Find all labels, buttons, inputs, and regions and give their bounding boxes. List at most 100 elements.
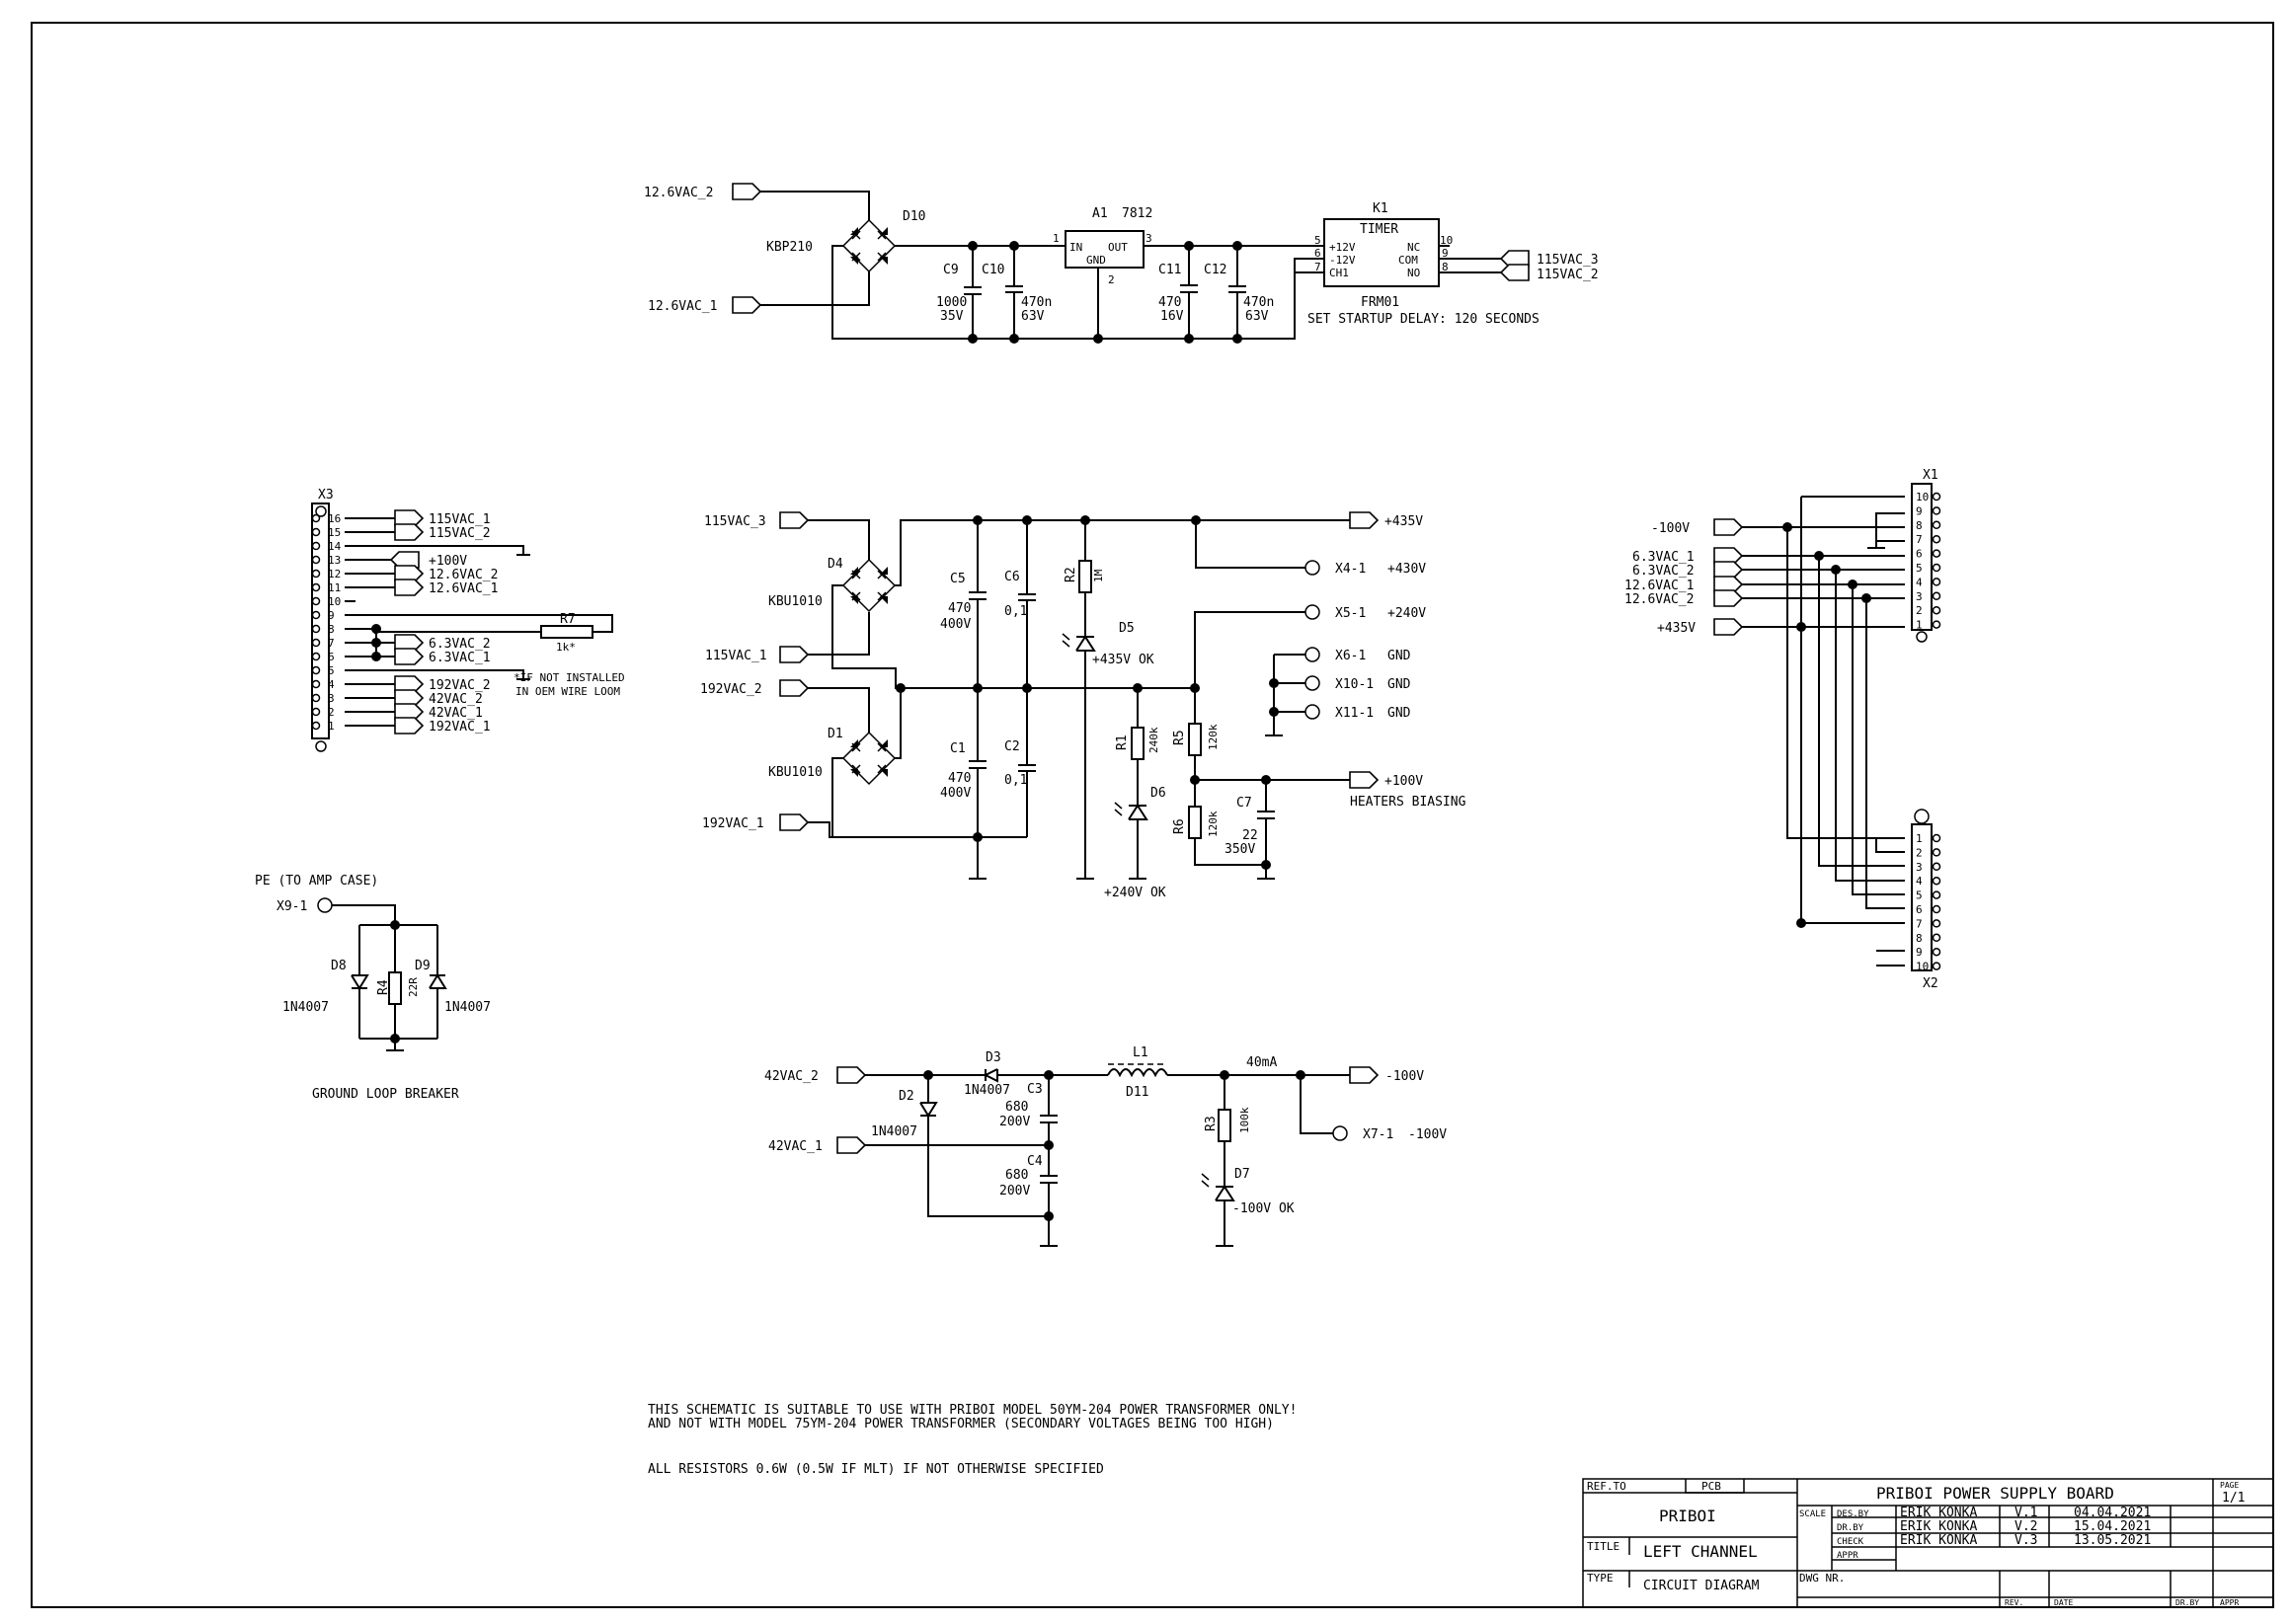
x3-pin-number: 9 (328, 609, 335, 622)
x2-pin-number: 3 (1916, 861, 1923, 874)
r2-ref: R2 (1064, 567, 1078, 582)
port-12v6vac2[interactable] (732, 183, 761, 200)
x3-net-10: 42VAC_1 (429, 706, 483, 721)
tb-type-label: TYPE (1587, 1572, 1614, 1585)
port-42vac1-in[interactable] (836, 1136, 866, 1154)
reg-pin-in: 1 (1053, 232, 1060, 245)
tb-type-value: CIRCUIT DIAGRAM (1643, 1579, 1760, 1593)
d4-part: KBU1010 (768, 594, 823, 609)
tb-role-3: CHECK (1837, 1537, 1864, 1547)
x1-pin-7 (1932, 534, 1941, 544)
tb-appr-label: APPR (2220, 1598, 2239, 1607)
reg-label-gnd: GND (1086, 254, 1106, 267)
reg-pin-out: 3 (1146, 232, 1152, 245)
x1-pin-number: 7 (1916, 533, 1923, 546)
port-100v-out[interactable] (1349, 771, 1379, 789)
x3-pin-number: 7 (328, 637, 335, 650)
x3-pin-number: 6 (328, 651, 335, 663)
c5-ref: C5 (950, 572, 966, 586)
hv-in-115-1: 115VAC_1 (705, 649, 767, 663)
r4-ref: R4 (376, 979, 391, 995)
x1-pin-number: 5 (1916, 562, 1923, 575)
port-435v-out[interactable] (1349, 511, 1379, 529)
x3-net-8: 192VAC_2 (429, 678, 491, 693)
terminal-x7[interactable] (1332, 1125, 1348, 1141)
tb-version-3: V.3 (2014, 1533, 2037, 1548)
port-42vac2-in[interactable] (836, 1066, 866, 1084)
x3-pin-11 (311, 582, 321, 592)
x3-pin-number: 11 (328, 581, 341, 594)
tb-version-1: V.1 (2014, 1506, 2037, 1520)
d6-ref: D6 (1150, 786, 1166, 801)
c6-ref: C6 (1004, 570, 1020, 584)
x12-net-3: 6.3VAC_2 (1632, 564, 1695, 579)
gnd-title: PE (TO AMP CASE) (255, 874, 378, 889)
x1-pin-number: 4 (1916, 576, 1923, 588)
x3-pin-10 (311, 596, 321, 606)
c10-ref: C10 (982, 263, 1004, 277)
x1-pin-number: 9 (1916, 504, 1923, 517)
port-12v6vac1[interactable] (732, 296, 761, 314)
terminal-x6[interactable] (1304, 647, 1320, 662)
k1-ref: K1 (1373, 201, 1388, 216)
startup-delay-note: SET STARTUP DELAY: 120 SECONDS (1307, 312, 1540, 327)
x2-pin-10 (1932, 962, 1941, 970)
k1-left-label-1: +12V (1329, 241, 1356, 254)
r7-val: 1k* (556, 641, 576, 654)
reg-label-out: OUT (1108, 241, 1128, 254)
terminal-x4[interactable] (1304, 560, 1320, 576)
port-neg100v[interactable] (1713, 518, 1743, 536)
label-in-bottom: 12.6VAC_1 (648, 299, 717, 314)
x1-pin-2 (1932, 605, 1941, 615)
c11-val2: 16V (1160, 309, 1184, 324)
d4-ref: D4 (828, 557, 843, 572)
tb-role-1: DES.BY (1837, 1509, 1869, 1519)
x2-pin-number: 2 (1916, 846, 1923, 859)
port-192vac2-in[interactable] (779, 679, 809, 697)
x3-pin-number: 10 (328, 595, 341, 608)
k1-out-2: 115VAC_2 (1537, 268, 1599, 282)
c10-val2: 63V (1021, 309, 1045, 324)
port-neg100v-out[interactable] (1349, 1066, 1379, 1084)
x1-pin-number: 10 (1916, 491, 1929, 503)
x1-body (1911, 483, 1933, 631)
k1-left-pin-2: 6 (1314, 247, 1321, 260)
terminal-x9[interactable] (317, 897, 333, 913)
x3-pin-number: 16 (328, 512, 341, 525)
port-192vac1-in[interactable] (779, 813, 809, 831)
c6-val: 0,1 (1004, 604, 1027, 619)
tb-date-1: 04.04.2021 (2074, 1506, 2151, 1520)
x3-pin-13 (311, 555, 321, 565)
d9-part: 1N4007 (444, 1000, 491, 1015)
sheet-border (31, 22, 2274, 1608)
x2-pin-number: 5 (1916, 889, 1923, 902)
d9-ref: D9 (415, 959, 431, 973)
x3-pin-number: 14 (328, 540, 342, 553)
terminal-x5[interactable] (1304, 604, 1320, 620)
port-115vac1-in[interactable] (779, 646, 809, 663)
tb-scale-label: SCALE (1799, 1509, 1826, 1519)
terminal-x10[interactable] (1304, 675, 1320, 691)
terminal-x11[interactable] (1304, 704, 1320, 720)
tb-date-label: DATE (2054, 1598, 2073, 1607)
port-pos435v[interactable] (1713, 618, 1743, 636)
tb-rev-label: REV. (2005, 1598, 2023, 1607)
x1-pin-1 (1932, 620, 1941, 629)
port-115vac3-in[interactable] (779, 511, 809, 529)
k1-part: FRM01 (1361, 295, 1399, 310)
tb-name-3: ERIK KONKA (1900, 1533, 1977, 1548)
x3-pin-2 (311, 707, 321, 717)
x2-pin-number: 7 (1916, 917, 1923, 930)
port-115vac2-out[interactable] (1500, 264, 1530, 281)
d6-label: +240V OK (1104, 886, 1166, 900)
k1-left-label-2: -12V (1329, 254, 1356, 267)
reg-label-in: IN (1069, 241, 1082, 254)
x3-pin-number: 4 (328, 678, 335, 691)
tb-date-3: 13.05.2021 (2074, 1533, 2151, 1548)
c9-val2: 35V (940, 309, 964, 324)
note-line-2: AND NOT WITH MODEL 75YM-204 POWER TRANSF… (648, 1417, 1274, 1431)
x3-pin-1 (311, 721, 321, 731)
note-line-1: THIS SCHEMATIC IS SUITABLE TO USE WITH P… (648, 1403, 1297, 1418)
x4-ref: X4-1 (1335, 562, 1366, 577)
d1-part: KBU1010 (768, 765, 823, 780)
